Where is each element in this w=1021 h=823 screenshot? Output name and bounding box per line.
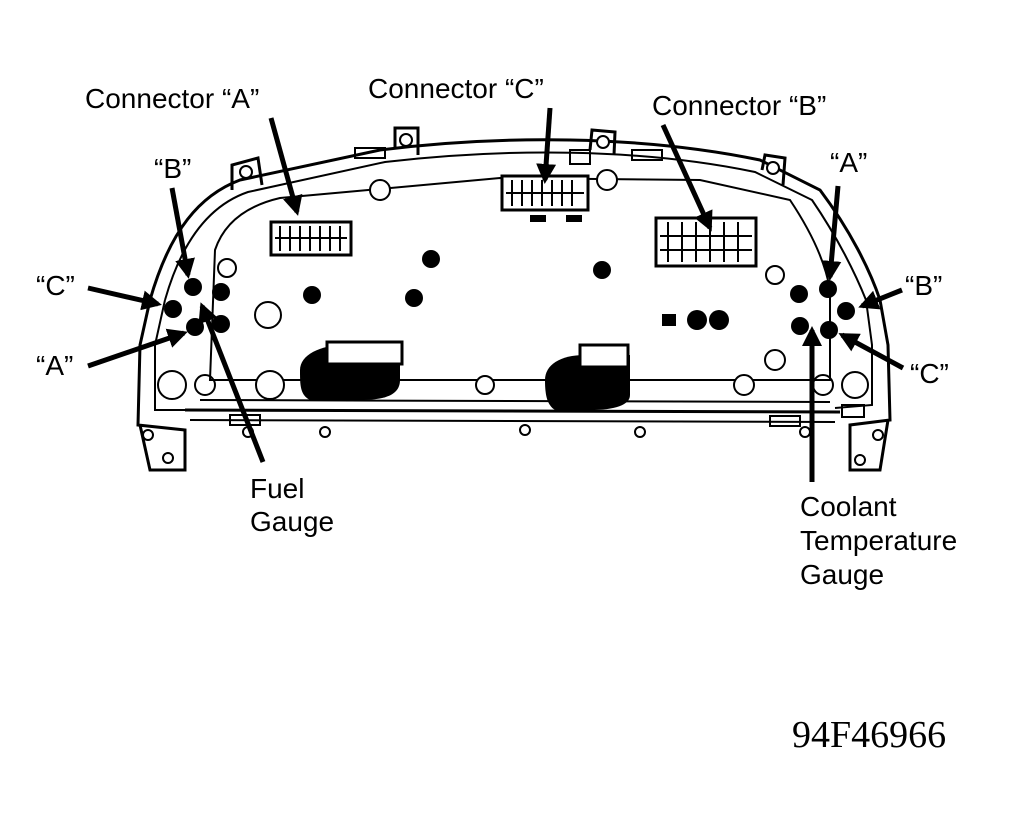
arrow-right-b [858,287,903,310]
terminal-dot [303,286,321,304]
leader-arrows [87,107,905,482]
terminal-dot [819,280,837,298]
terminal-dot [405,289,423,307]
terminal-dot [422,250,440,268]
connector-c-body [500,174,590,222]
terminal-dot [184,278,202,296]
terminal-dot [186,318,204,336]
label-coolant-line1: Coolant [800,491,897,522]
arrow-left-a [87,328,188,369]
terminal-dot [820,321,838,339]
terminal-dot [212,283,230,301]
terminal-dot [593,261,611,279]
arrow-right-a [821,185,842,281]
arrow-left-b [169,187,195,279]
terminal-dot [790,285,808,303]
cluster-housing [136,126,892,472]
label-connector-a: Connector “A” [85,83,259,114]
label-right-c: “C” [910,358,949,389]
connector-a-body [269,220,353,257]
label-coolant-line2: Temperature [800,525,957,556]
terminal-dot [212,315,230,333]
label-coolant-line3: Gauge [800,559,884,590]
arrow-connector-b [660,123,713,232]
terminal-dot [837,302,855,320]
figure-code: 94F46966 [792,714,946,756]
label-fuel-gauge-line1: Fuel [250,473,304,504]
terminal-dots [164,250,855,339]
label-connector-b: Connector “B” [652,90,826,121]
terminal-dot [687,310,707,330]
terminal-dot [164,300,182,318]
label-right-b: “B” [905,270,942,301]
label-fuel-gauge-line2: Gauge [250,506,334,537]
arrow-connector-a [268,117,303,216]
label-left-b: “B” [154,153,191,184]
arrow-left-c [87,285,162,311]
arrow-right-c [838,332,905,371]
label-left-a: “A” [36,350,73,381]
arrow-connector-c [536,107,557,184]
terminal-dot [791,317,809,335]
arrow-fuel-gauge [198,302,266,463]
label-connector-c: Connector “C” [368,73,544,104]
label-left-c: “C” [36,270,75,301]
terminal-dot [709,310,729,330]
connector-b-body [654,216,758,268]
label-right-a: “A” [830,147,867,178]
